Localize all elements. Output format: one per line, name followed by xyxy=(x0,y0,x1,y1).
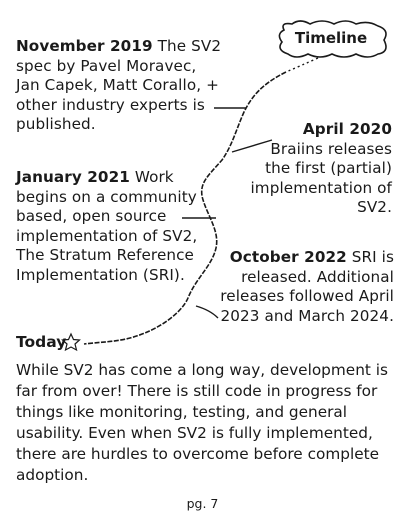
entry-jan-2021: January 2021 Work begins on a community … xyxy=(16,168,212,285)
page-number: pg. 7 xyxy=(186,496,219,511)
entry-text: Work begins on a community based, open s… xyxy=(16,168,198,284)
timeline-line xyxy=(83,71,287,345)
timeline-bubble xyxy=(278,20,387,58)
entry-text: SRI is released. Additional releases fol… xyxy=(220,248,394,325)
entry-apr-2020: April 2020 Braiins releases the first (p… xyxy=(244,120,392,218)
entry-text: The SV2 spec by Pavel Moravec, Jan Capek… xyxy=(16,37,222,133)
entry-date: April 2020 xyxy=(302,120,392,138)
entry-date: January 2021 xyxy=(16,168,130,186)
timeline-badge: Timeline xyxy=(294,29,368,47)
closing-paragraph: While SV2 has come a long way, developme… xyxy=(16,361,388,484)
entry-oct-2022: October 2022 SRI is released. Additional… xyxy=(214,248,394,326)
entry-date: November 2019 xyxy=(16,37,153,55)
arrow-apr-2020 xyxy=(231,139,273,153)
entry-nov-2019: November 2019 The SV2 spec by Pavel Mora… xyxy=(16,37,222,135)
entry-date: October 2022 xyxy=(229,248,347,266)
timeline-dotted-start xyxy=(285,57,319,73)
today-label: Today xyxy=(16,333,67,351)
entry-text: Braiins releases the first (partial) imp… xyxy=(250,139,392,217)
arrow-oct-2022 xyxy=(195,305,219,319)
star-icon xyxy=(61,332,81,352)
